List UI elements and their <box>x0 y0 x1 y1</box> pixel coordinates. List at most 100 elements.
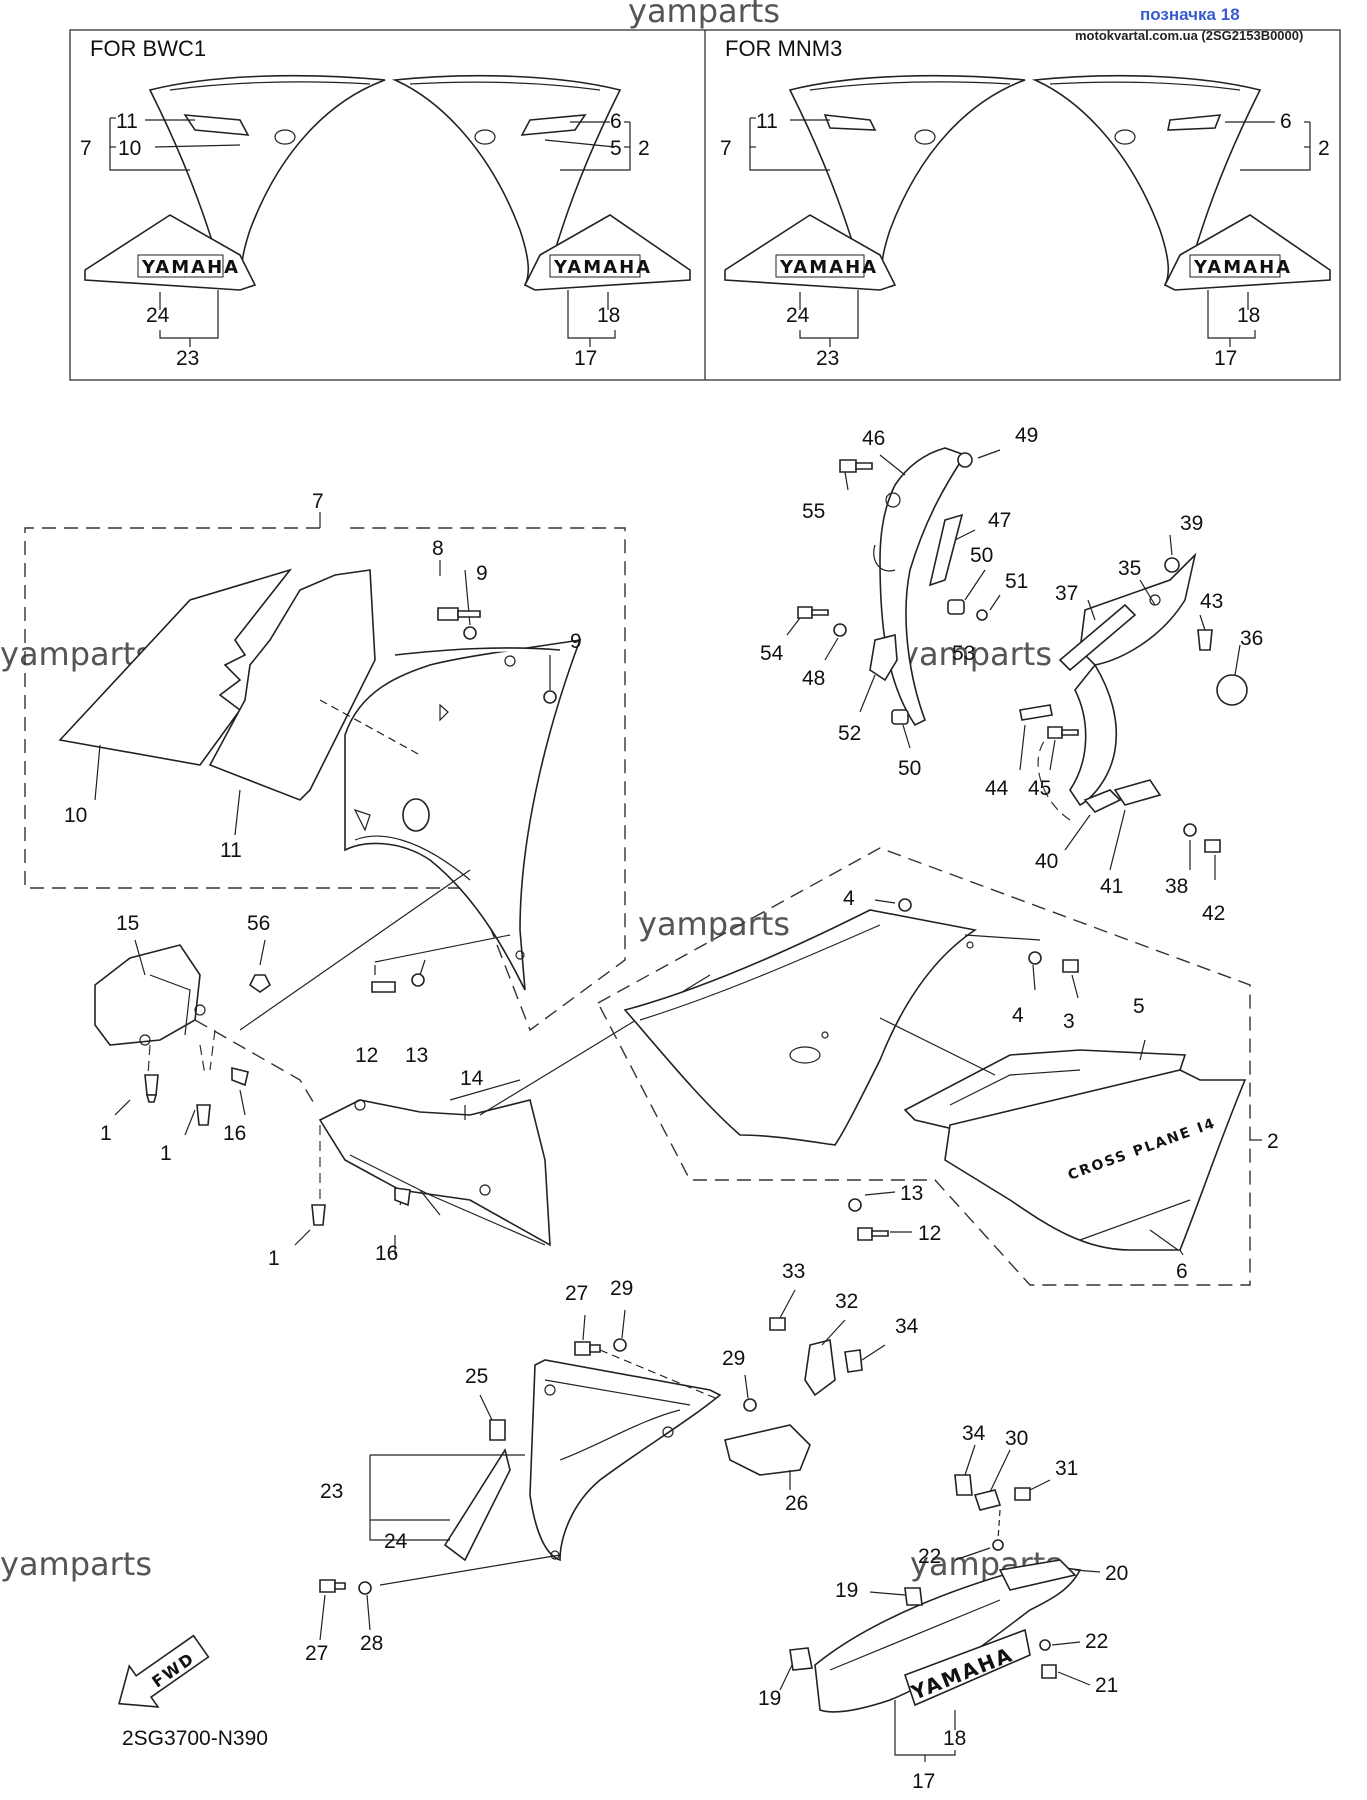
callout-48: 48 <box>802 667 825 690</box>
part-17-side-cover <box>814 1564 1082 1713</box>
callout-13b: 13 <box>900 1182 923 1205</box>
callout-38: 38 <box>1165 875 1188 898</box>
inset-right-title: FOR MNM3 <box>725 36 842 61</box>
callout-47: 47 <box>988 509 1011 532</box>
fastener-1b <box>196 1104 211 1126</box>
callout-4b: 4 <box>1012 1004 1024 1027</box>
callout-53: 53 <box>952 642 975 665</box>
part-27-bolt-a <box>574 1341 601 1356</box>
lower-cowl-leaders <box>319 1289 886 1641</box>
callout-41: 41 <box>1100 875 1123 898</box>
callout-26: 26 <box>785 1492 808 1515</box>
diagram-code: 2SG3700-N390 <box>122 1727 268 1750</box>
inset-right-fairing-right: YAMAHA <box>1031 74 1331 291</box>
fastener-56 <box>248 974 272 993</box>
duct-leaders <box>1019 534 1241 880</box>
part-42-bolt <box>1204 839 1221 853</box>
part-18-decal <box>903 1628 1031 1707</box>
callout-56: 56 <box>247 912 270 935</box>
washer-13 <box>411 973 425 987</box>
callout-14: 14 <box>460 1067 484 1090</box>
callout-5: 5 <box>1133 995 1145 1018</box>
part-26-pad <box>724 1424 811 1476</box>
part-5-decal <box>903 1049 1187 1141</box>
callout-51: 51 <box>1005 570 1028 593</box>
inset-right-label-11: 11 <box>756 110 778 133</box>
callout-33: 33 <box>782 1260 805 1283</box>
header-watermark: yamparts <box>628 0 780 30</box>
callout-13: 13 <box>405 1044 428 1067</box>
source-label: motokvartal.com.ua (2SG2153B0000) <box>1075 28 1303 43</box>
part-24-decal <box>443 1447 511 1562</box>
inset-right-label-2: 2 <box>1318 137 1330 160</box>
inset-right-label-24: 24 <box>786 304 810 327</box>
part-9-washer-1 <box>463 626 477 640</box>
inset-left-decal-yamaha-2: YAMAHA <box>553 257 652 278</box>
callout-23: 23 <box>320 1480 343 1503</box>
inset-left-label-24: 24 <box>146 304 170 327</box>
part-47-strip <box>928 513 964 587</box>
callout-25: 25 <box>465 1365 488 1388</box>
callout-37: 37 <box>1055 582 1078 605</box>
part-46-stay <box>873 447 967 727</box>
part-23-lower-cowl <box>529 1359 722 1562</box>
inset-right-fairing-left: YAMAHA <box>724 74 1026 291</box>
callout-45: 45 <box>1028 777 1051 800</box>
part-50-grommet-b <box>891 709 909 725</box>
watermark-4: yamparts <box>0 1545 152 1583</box>
fastener-16a <box>231 1066 249 1087</box>
callout-43: 43 <box>1200 590 1223 613</box>
badge-label[interactable]: позначка 18 <box>1140 5 1240 24</box>
part-22-washer-a <box>992 1539 1004 1551</box>
callout-16a: 16 <box>223 1122 246 1145</box>
callout-55: 55 <box>802 500 825 523</box>
fastener-1a <box>144 1074 159 1103</box>
inset-left-label-7: 7 <box>80 137 92 160</box>
part-27-bolt-b <box>319 1579 346 1593</box>
part-40-clip <box>1083 789 1122 813</box>
part-33-bolt <box>769 1317 786 1331</box>
part-34-nut-a <box>844 1349 863 1373</box>
part-20-rubber <box>998 1559 1077 1591</box>
callout-3: 3 <box>1063 1010 1075 1033</box>
group-2-outline <box>597 847 1251 1286</box>
part-12-bolt <box>857 1227 889 1241</box>
part-55-bolt <box>839 459 873 473</box>
callout-4a: 4 <box>843 887 855 910</box>
callout-52: 52 <box>838 722 861 745</box>
part-22-washer-b <box>1039 1639 1051 1651</box>
fastener-16b <box>394 1187 411 1207</box>
callout-9b: 9 <box>570 630 582 653</box>
callout-50a: 50 <box>970 544 993 567</box>
callout-54: 54 <box>760 642 784 665</box>
inset-right-label-7: 7 <box>720 137 732 160</box>
callout-7: 7 <box>312 490 324 513</box>
part-41-clip <box>1113 779 1162 806</box>
part-15-bracket <box>94 944 206 1046</box>
callout-1c: 1 <box>268 1247 280 1270</box>
stay-leaders <box>786 449 1001 749</box>
part-9-washer-2 <box>543 690 557 704</box>
part-25-clip <box>489 1419 506 1441</box>
part-7-fairing <box>344 638 582 991</box>
part-8-bolt <box>437 607 481 621</box>
callout-49: 49 <box>1015 424 1038 447</box>
callout-32: 32 <box>835 1290 858 1313</box>
callout-9a: 9 <box>476 562 488 585</box>
callout-1b: 1 <box>160 1142 172 1165</box>
watermark-3: yamparts <box>638 905 790 943</box>
inset-left-fairing-left: YAMAHA <box>84 74 386 291</box>
callout-34b: 34 <box>962 1422 986 1445</box>
inset-left-label-2: 2 <box>638 137 650 160</box>
part-19-clip-a <box>904 1587 923 1606</box>
part-34-nut-b <box>954 1474 973 1496</box>
part-28-washer <box>358 1581 372 1595</box>
part-4-washer-b <box>1028 951 1042 965</box>
fastener-1c <box>311 1204 326 1226</box>
inset-left-label-18: 18 <box>597 304 620 327</box>
callout-22a: 22 <box>918 1545 941 1568</box>
part-48-washer <box>833 623 847 637</box>
part-11-decal <box>208 569 376 801</box>
callout-10: 10 <box>64 804 87 827</box>
inset-left-label-17: 17 <box>574 347 597 370</box>
